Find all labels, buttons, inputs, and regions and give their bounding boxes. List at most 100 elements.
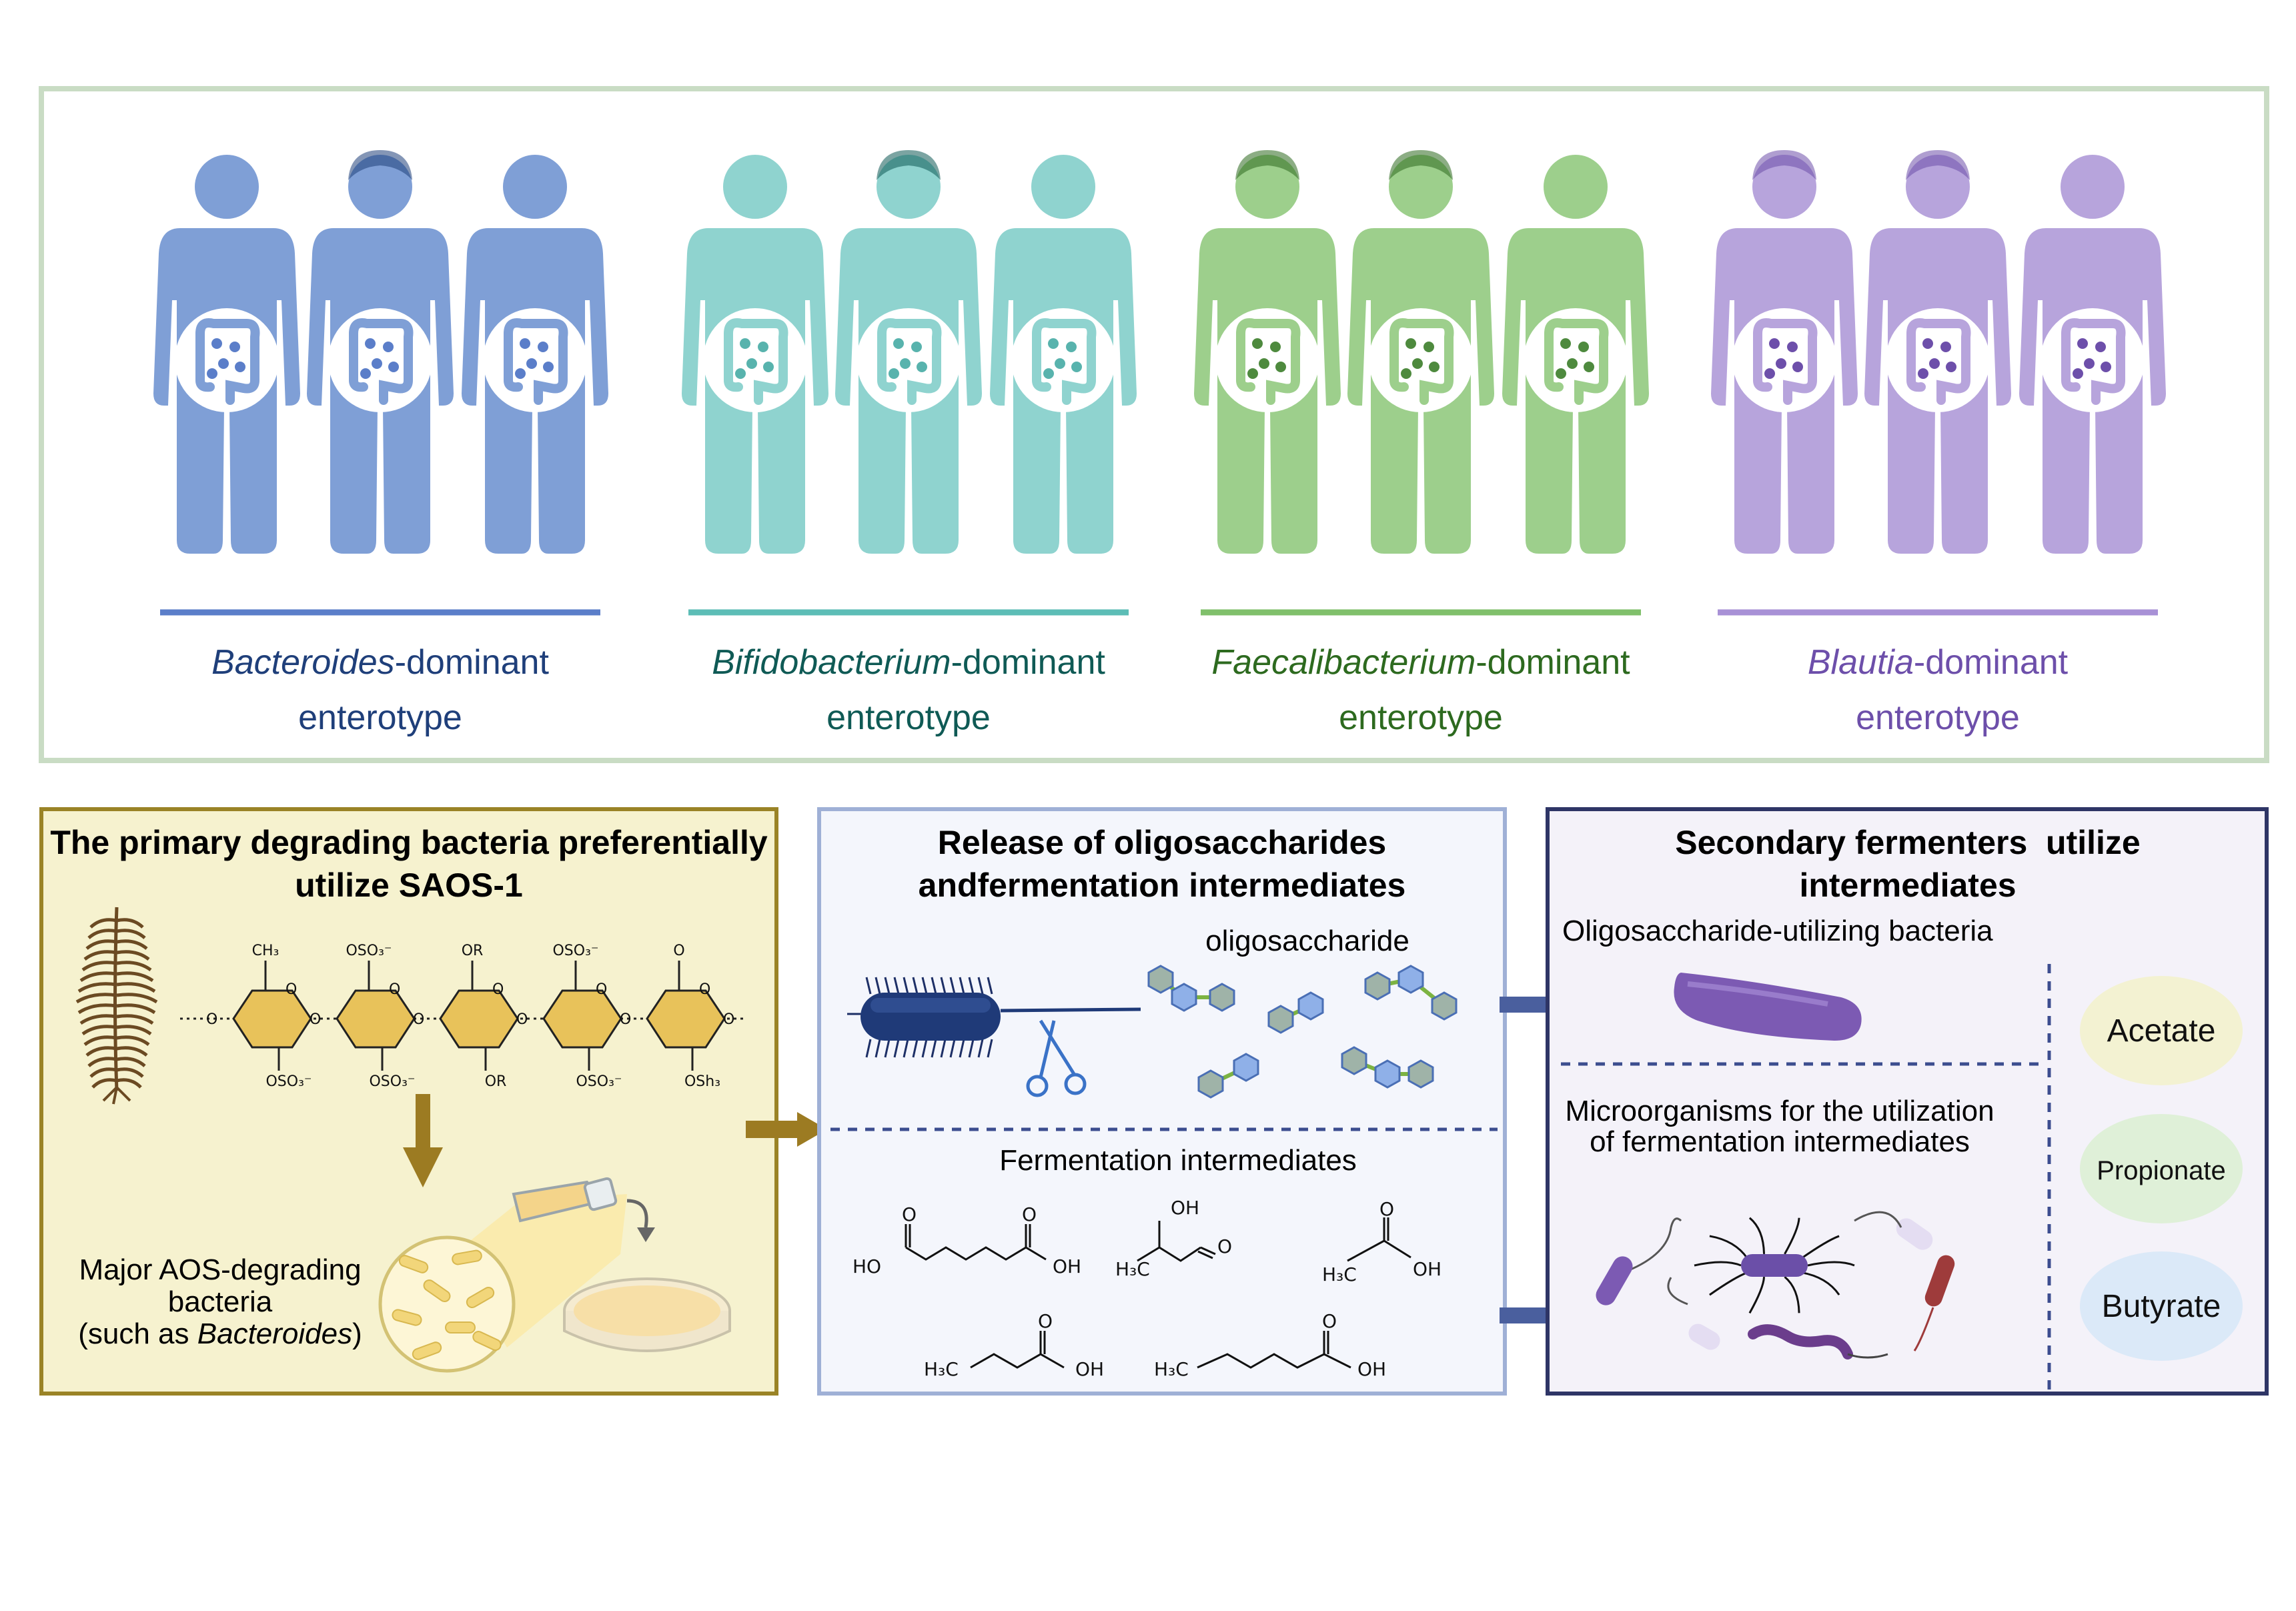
chem-o: O xyxy=(1217,1235,1232,1257)
chem-o: O xyxy=(1038,1310,1053,1332)
person-figure xyxy=(2019,155,2166,554)
chem-o: O xyxy=(1322,1310,1337,1332)
microbe-cluster xyxy=(1596,1211,1955,1360)
person-figure xyxy=(153,155,300,554)
chem-o: O xyxy=(1379,1198,1394,1220)
chem-label: OSh₃ xyxy=(684,1073,720,1090)
chem-oh: OH xyxy=(1075,1358,1104,1380)
enterotype-group-faecalibacterium: Faecalibacterium-dominant enterotype xyxy=(1194,150,1649,737)
scfa-label: Butyrate xyxy=(2102,1289,2221,1324)
oligosaccharide xyxy=(1267,991,1324,1034)
chem-oh: OH xyxy=(1413,1258,1442,1280)
micro-label-line2: of fermentation intermediates xyxy=(1590,1125,1970,1158)
chem-oh: OH xyxy=(1053,1255,1081,1277)
enterotype-label-line2: enterotype xyxy=(826,698,991,737)
chem-h3c: H₃C xyxy=(1154,1358,1189,1380)
chem-label: O xyxy=(206,1011,217,1028)
person-figure xyxy=(990,155,1137,554)
sugar-ring: OSO₃⁻OSO₃⁻O xyxy=(542,943,622,1090)
enterotype-label-line2: enterotype xyxy=(298,698,462,737)
chem-label: OR xyxy=(462,943,484,959)
arrow-panel1-to-panel2 xyxy=(746,1112,827,1147)
panel2-title-line2: andfermentation intermediates xyxy=(919,867,1406,904)
scfa-butyrate: Butyrate xyxy=(2080,1251,2243,1361)
scfa-acetate: Acetate xyxy=(2080,976,2243,1085)
seaweed-illustration xyxy=(75,907,158,1105)
chem-o: O xyxy=(1022,1203,1037,1225)
enterotype-label-line1: Faecalibacterium-dominant xyxy=(1211,643,1630,682)
oligosaccharide xyxy=(1341,1046,1434,1089)
down-arrow xyxy=(403,1094,443,1187)
chem-label: OSO₃⁻ xyxy=(552,943,598,959)
chem-label: O xyxy=(389,981,400,998)
chem-oh: OH xyxy=(1171,1197,1199,1219)
person-figure xyxy=(1502,155,1649,554)
chem-h3c: H₃C xyxy=(1115,1258,1150,1280)
oligosaccharide xyxy=(1147,965,1235,1012)
panel1-title-line2: utilize SAOS-1 xyxy=(295,867,523,904)
oligo-bacteria-label: Oligosaccharide-utilizing bacteria xyxy=(1562,915,1993,947)
chem-label: OSO₃⁻ xyxy=(265,1073,312,1090)
chem-label: O xyxy=(310,1011,321,1028)
person-figure xyxy=(1864,150,2011,554)
bacteria-magnifier xyxy=(378,1194,627,1373)
person-figure xyxy=(682,155,828,554)
sugar-ring: CH₃ OSO₃⁻ O xyxy=(232,943,312,1090)
chem-label: CH₃ xyxy=(252,943,279,959)
panel3-title-line2: intermediates xyxy=(1799,867,2016,904)
person-figure xyxy=(1711,150,1858,554)
person-figure xyxy=(462,155,608,554)
chem-label: OSO₃⁻ xyxy=(346,943,392,959)
scissors-icon xyxy=(1026,1019,1087,1097)
fermentation-intermediates-label: Fermentation intermediates xyxy=(999,1144,1357,1177)
intermediate-structures xyxy=(905,1217,1411,1369)
person-figure xyxy=(1194,150,1341,554)
chem-label: OSO₃⁻ xyxy=(369,1073,415,1090)
sugar-ring: OR OR O xyxy=(439,943,519,1090)
chem-label: O xyxy=(285,981,297,998)
enterotype-label-line1: Bifidobacterium-dominant xyxy=(712,643,1105,682)
chem-label: O xyxy=(413,1011,424,1028)
chem-label: O xyxy=(492,981,504,998)
chem-label: O xyxy=(620,1011,631,1028)
panel1-title-line1: The primary degrading bacteria preferent… xyxy=(50,824,768,861)
chem-ho: HO xyxy=(852,1255,881,1277)
aos-label-line1: Major AOS-degrading xyxy=(79,1253,361,1286)
chem-oh: OH xyxy=(1357,1358,1386,1380)
scfa-propionate: Propionate xyxy=(2080,1114,2243,1223)
oligosaccharide-label: oligosaccharide xyxy=(1205,925,1409,957)
release-panel xyxy=(817,807,1507,1396)
chem-label: O xyxy=(699,981,710,998)
chem-label: O xyxy=(673,943,684,959)
panel3-title-line1: Secondary fermenters utilize xyxy=(1675,824,2140,861)
person-figure xyxy=(307,150,454,554)
enterotype-label-line2: enterotype xyxy=(1856,698,2020,737)
chem-h3c: H₃C xyxy=(924,1358,959,1380)
petri-dish-icon xyxy=(563,1277,731,1352)
oligosaccharide xyxy=(1197,1053,1259,1099)
enterotype-group-bacteroides: Bacteroides-dominant enterotype xyxy=(153,150,608,737)
enterotype-label-line2: enterotype xyxy=(1339,698,1503,737)
enterotype-label-line1: Bacteroides-dominant xyxy=(211,643,549,682)
oligosaccharide-fragments xyxy=(1147,965,1458,1099)
enterotype-group-bifidobacterium: Bifidobacterium-dominant enterotype xyxy=(682,150,1137,737)
person-figure xyxy=(835,150,982,554)
aos-label-line3: (such as Bacteroides) xyxy=(78,1317,362,1350)
panel2-title-line1: Release of oligosaccharides xyxy=(938,824,1387,861)
saos-chain: CH₃OSO₃⁻OOSO₃⁻OSO₃⁻OOROROOSO₃⁻OSO₃⁻OOOSh… xyxy=(180,943,744,1090)
chem-label: OSO₃⁻ xyxy=(576,1073,622,1090)
oligosaccharide xyxy=(1364,965,1458,1021)
flask-icon xyxy=(512,1177,655,1242)
bacterium-rod-purple xyxy=(1674,973,1862,1041)
scfa-label: Propionate xyxy=(2097,1156,2225,1185)
chem-label: O xyxy=(516,1011,528,1028)
chem-label: O xyxy=(723,1011,734,1028)
micro-label-line1: Microorganisms for the utilization xyxy=(1565,1095,1994,1127)
aos-label-line2: bacteria xyxy=(168,1285,273,1318)
sugar-ring: O OSh₃ O xyxy=(646,943,726,1090)
chem-label: OR xyxy=(485,1073,507,1090)
bacterium-rod-blue xyxy=(847,977,1141,1058)
chem-o: O xyxy=(902,1203,917,1225)
